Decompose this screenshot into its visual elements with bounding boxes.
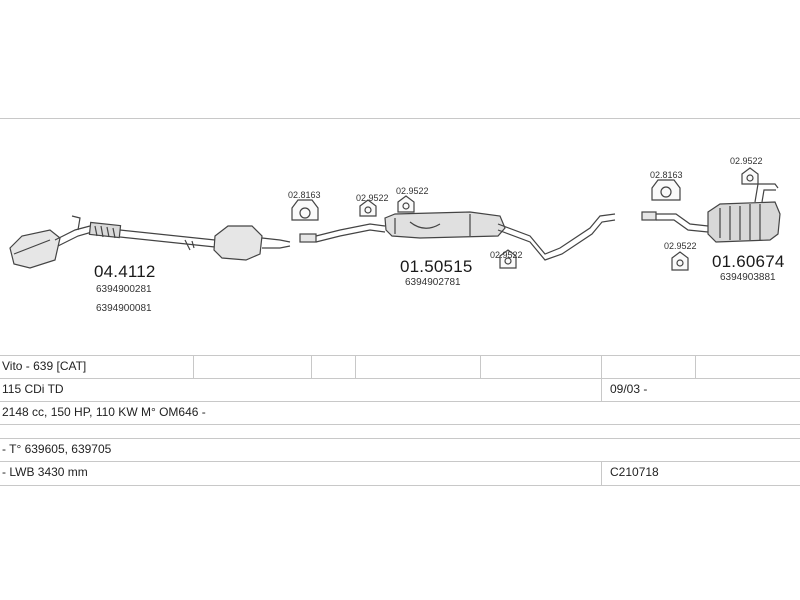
table-col-5: [601, 355, 602, 378]
exhaust-drawing: [9, 167, 781, 271]
cat-converter-number: 04.4112: [94, 262, 156, 281]
bracket-3-drawing: [397, 195, 415, 213]
bracket-6-number: 02.9522: [730, 156, 763, 166]
table-line-5: [0, 461, 800, 462]
table-col-6: [601, 378, 602, 401]
bracket-2-drawing: [359, 199, 377, 217]
table-col-4: [480, 355, 481, 378]
table-line-1: [0, 378, 800, 379]
table-line-3: [0, 424, 800, 425]
bracket-5-number: 02.8163: [650, 170, 683, 180]
bracket-1-number: 02.8163: [288, 190, 321, 200]
bracket-1-drawing: [291, 199, 319, 221]
table-col-7: [601, 461, 602, 485]
middle-silencer-drawing: [299, 211, 616, 261]
rear-silencer-drawing: [641, 183, 781, 243]
table-col-8: [695, 355, 696, 378]
table-col-2: [311, 355, 312, 378]
bracket-7-drawing: [671, 251, 689, 271]
rear-silencer-number: 01.60674: [712, 252, 785, 271]
cat-converter-oem-1: 6394900281: [96, 284, 152, 295]
table-col-3: [355, 355, 356, 378]
middle-silencer-number: 01.50515: [400, 257, 473, 276]
table-line-0: [0, 355, 800, 356]
rear-silencer-oem: 6394903881: [720, 272, 776, 283]
spec-row-2-right: 09/03 -: [610, 382, 648, 396]
cat-converter-drawing: [9, 215, 291, 269]
table-col-1: [193, 355, 194, 378]
middle-silencer-oem: 6394902781: [405, 277, 461, 288]
bracket-3-number: 02.9522: [396, 186, 429, 196]
spec-row-2-left: 115 CDi TD: [2, 382, 64, 396]
top-divider: [0, 118, 800, 119]
spec-row-1-left: Vito - 639 [CAT]: [2, 359, 87, 373]
table-line-4: [0, 438, 800, 439]
bracket-4-number: 02.9522: [490, 250, 523, 260]
bracket-4-drawing: [499, 249, 517, 269]
cat-converter-oem-2: 6394900081: [96, 303, 152, 314]
bracket-5-drawing: [651, 179, 681, 201]
bracket-2-number: 02.9522: [356, 193, 389, 203]
spec-row-4-left: - T° 639605, 639705: [2, 442, 112, 456]
bracket-6-drawing: [741, 167, 759, 185]
spec-row-5-left: - LWB 3430 mm: [2, 465, 88, 479]
table-line-2: [0, 401, 800, 402]
table-line-6: [0, 485, 800, 486]
spec-row-3-left: 2148 cc, 150 HP, 110 KW M° OM646 -: [2, 405, 206, 419]
spec-row-5-right: C210718: [610, 465, 659, 479]
bracket-7-number: 02.9522: [664, 241, 697, 251]
